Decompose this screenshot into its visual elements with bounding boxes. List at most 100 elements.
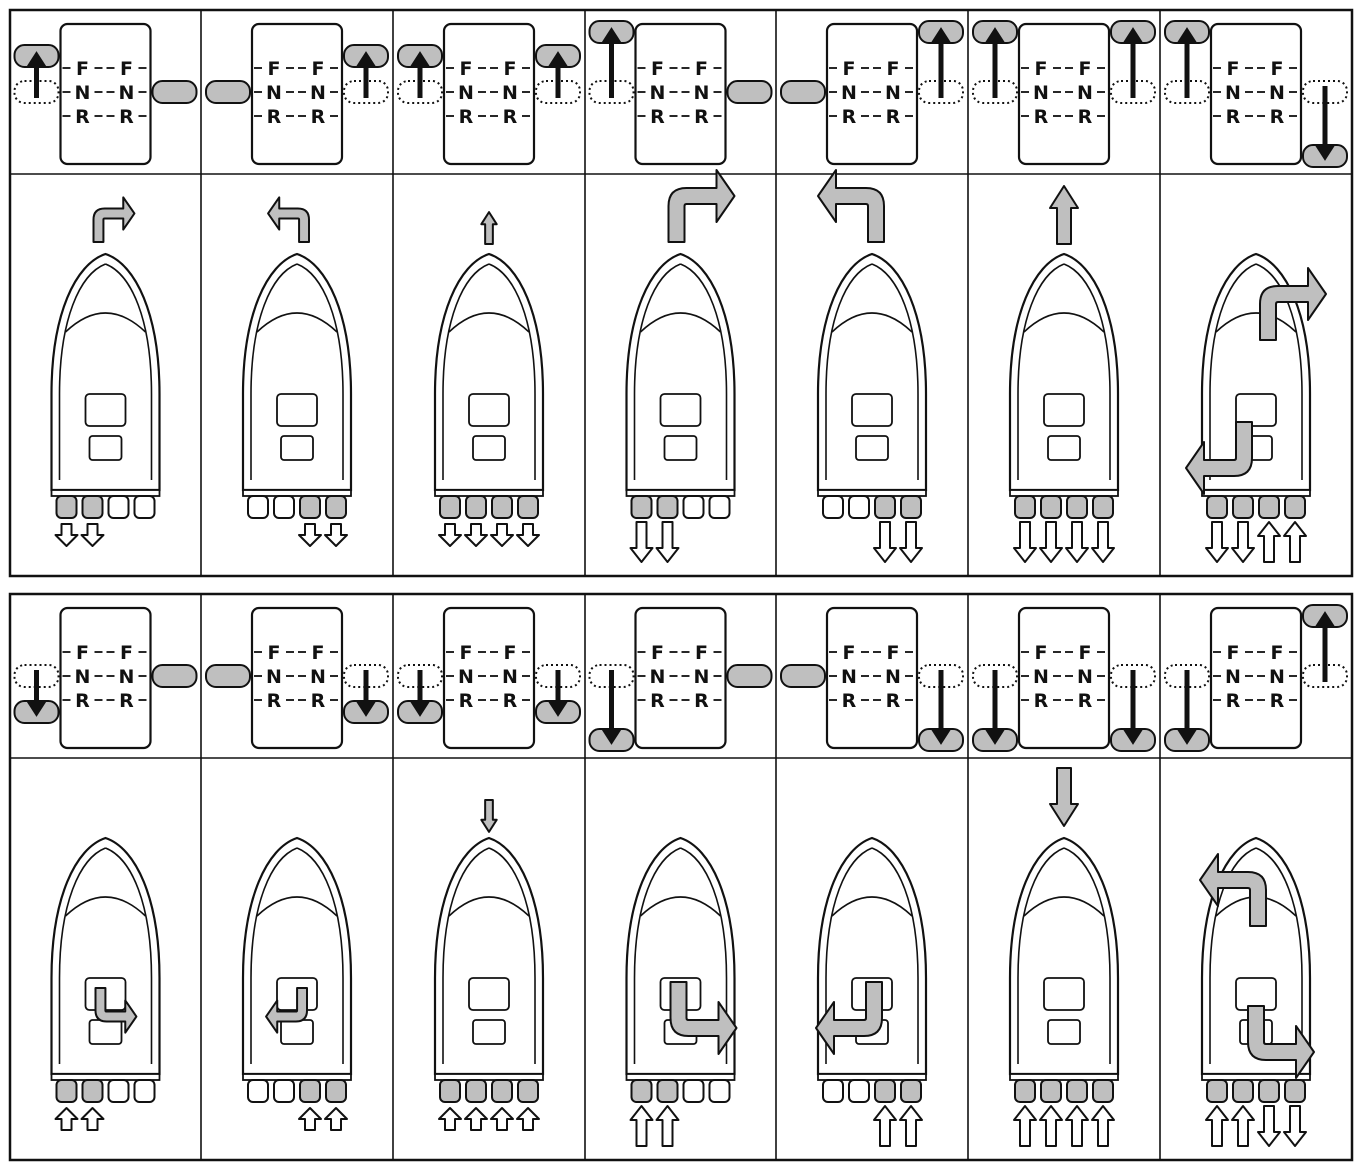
outboard-engine	[708, 495, 731, 519]
boat-rail	[633, 847, 728, 1064]
outboard-engine	[517, 1079, 539, 1103]
lever-position-n: N	[119, 82, 135, 104]
boat-rail	[1017, 847, 1111, 1064]
thrust-arrow	[1231, 1105, 1255, 1147]
thrust-arrow	[873, 1105, 897, 1147]
lever-position-n: N	[1225, 82, 1241, 104]
throttle-box	[250, 22, 344, 166]
outboard-engine	[81, 495, 104, 519]
outboard-engine	[900, 495, 922, 519]
lever-position-f: F	[1079, 58, 1092, 80]
boat-motion-arrow	[94, 987, 138, 1034]
outboard-engine	[325, 1079, 347, 1103]
lever-position-r: R	[842, 106, 857, 128]
thrust-arrow	[629, 1105, 654, 1147]
lever-position-r: R	[503, 106, 518, 128]
lever-position-n: N	[502, 82, 518, 104]
lever-position-f: F	[504, 642, 517, 664]
thrust-arrow	[324, 1107, 348, 1131]
transom	[50, 1073, 161, 1081]
outboard-engine	[1232, 495, 1254, 519]
helm-seat	[472, 1019, 506, 1045]
lever-position-f: F	[76, 642, 89, 664]
lever-movement-arrowhead	[931, 27, 951, 43]
thrust-arrow	[298, 523, 322, 547]
lever-handle	[780, 80, 826, 104]
outboard-engine	[1206, 1079, 1228, 1103]
boat-motion-arrow	[669, 981, 738, 1055]
outboard-engine	[874, 495, 896, 519]
boat-windshield	[448, 896, 530, 917]
outboard-engine	[708, 1079, 731, 1103]
helm-console	[1043, 393, 1085, 427]
lever-position-n: N	[1077, 82, 1093, 104]
lever-position-n: N	[841, 666, 857, 688]
lever-position-f: F	[695, 58, 708, 80]
outboard-engine	[1092, 1079, 1114, 1103]
lever-movement-arrowhead	[985, 27, 1005, 43]
outboard-engine	[81, 1079, 104, 1103]
lever-position-f: F	[887, 642, 900, 664]
outboard-engine	[656, 1079, 679, 1103]
thrust-arrow	[629, 521, 654, 563]
lever-movement-arrowhead	[548, 51, 568, 67]
helm-seat	[280, 1019, 314, 1045]
lever-movement-arrowhead	[1315, 611, 1335, 627]
lever-position-n: N	[458, 666, 474, 688]
lever-position-f: F	[504, 58, 517, 80]
outboard-engine	[299, 495, 321, 519]
outboard-engine	[55, 1079, 78, 1103]
helm-seat	[1047, 1019, 1081, 1045]
outboard-engine	[1232, 1079, 1254, 1103]
rotation-arrow-stern	[1185, 421, 1253, 495]
helm-seat	[663, 435, 698, 461]
lever-position-r: R	[1270, 690, 1285, 712]
outboard-engine	[133, 1079, 156, 1103]
lever-position-r: R	[459, 106, 474, 128]
outboard-engine	[1066, 1079, 1088, 1103]
lever-position-n: N	[458, 82, 474, 104]
lever-position-r: R	[267, 690, 282, 712]
lever-handle	[151, 664, 198, 688]
lever-movement-arrowhead	[356, 51, 376, 67]
helm-seat	[855, 435, 889, 461]
boat-motion-arrow	[667, 169, 736, 243]
lever-position-r: R	[1078, 106, 1093, 128]
lever-position-n: N	[119, 666, 135, 688]
lever-position-r: R	[311, 106, 326, 128]
helm-seat	[280, 435, 314, 461]
lever-position-n: N	[1033, 82, 1049, 104]
boat-windshield	[64, 896, 147, 917]
thrust-arrow	[516, 1107, 540, 1131]
lever-movement-arrowhead	[410, 701, 430, 717]
outboard-engine	[1040, 495, 1062, 519]
outboard-engine	[107, 495, 130, 519]
outboard-engine	[630, 495, 653, 519]
throttle-box	[1017, 606, 1111, 750]
outboard-engine	[517, 495, 539, 519]
lever-handle	[205, 80, 251, 104]
helm-seat	[88, 1019, 123, 1045]
thrust-arrow	[438, 1107, 462, 1131]
lever-position-r: R	[119, 106, 134, 128]
boat-windshield	[639, 312, 722, 333]
boat-rail	[442, 847, 536, 1064]
lever-handle	[726, 80, 773, 104]
outboard-engine	[1206, 495, 1228, 519]
boat-rail	[58, 847, 153, 1064]
outboard-engine	[273, 1079, 295, 1103]
lever-position-f: F	[460, 58, 473, 80]
rotation-arrow-bow	[1259, 267, 1327, 341]
outboard-engine	[848, 1079, 870, 1103]
thrust-arrow	[1283, 521, 1307, 563]
throttle-box	[442, 22, 536, 166]
outboard-engine	[1092, 495, 1114, 519]
lever-position-f: F	[460, 642, 473, 664]
lever-position-n: N	[885, 666, 901, 688]
boat-rail	[442, 263, 536, 480]
lever-position-r: R	[886, 690, 901, 712]
